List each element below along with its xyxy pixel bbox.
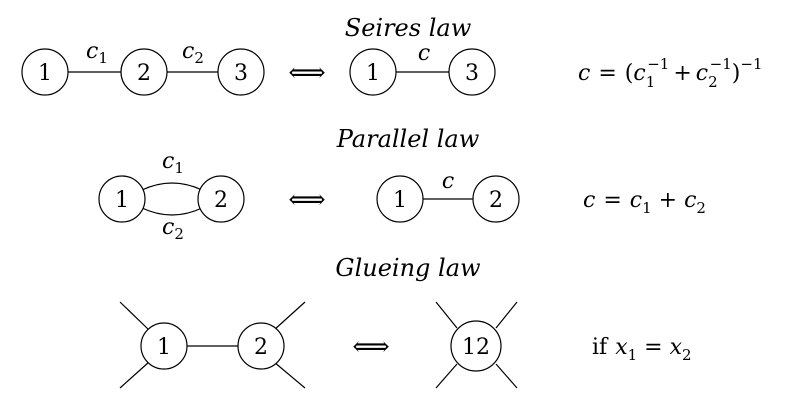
- series-law-title: Seires law: [345, 14, 472, 42]
- glueing-law-title: Glueing law: [335, 254, 481, 282]
- parallel-law: Parallel law 1 2 c1 c2 ⟺ 1 2 c c=c1+c2: [98, 125, 706, 243]
- parallel-edge-c1-label: c1: [162, 149, 184, 177]
- series-node-3: [217, 48, 265, 96]
- parallel-formula: c=c1+c2: [583, 188, 706, 217]
- series-formula: c=(c1−1+c2−1)−1: [578, 55, 763, 91]
- glueing-node-1-label: 1: [157, 335, 171, 360]
- series-equivalence-arrow: ⟺: [288, 58, 325, 88]
- parallel-edge-c-label: c: [442, 169, 454, 194]
- glueing-equivalence-arrow: ⟺: [352, 332, 389, 362]
- glueing-merged-node: [450, 320, 502, 372]
- parallel-equivalence-arrow: ⟺: [288, 185, 325, 215]
- parallel-right-node-2-label: 2: [489, 188, 503, 213]
- series-node-2-label: 2: [137, 61, 151, 86]
- series-right-node-1: [349, 48, 397, 96]
- series-node-1-label: 1: [38, 61, 52, 86]
- parallel-node-2: [197, 175, 245, 223]
- glueing-merged-spoke-ul: [435, 301, 458, 329]
- series-node-3-label: 3: [234, 61, 248, 86]
- glueing-node-2: [237, 322, 285, 370]
- series-right-node-3: [448, 48, 496, 96]
- parallel-edge-c2-label: c2: [162, 215, 184, 243]
- series-right-node-3-label: 3: [465, 61, 479, 86]
- glueing-merged-node-label: 12: [462, 335, 490, 360]
- parallel-right-node-1-label: 1: [393, 188, 407, 213]
- glueing-merged-spoke-ur: [495, 301, 518, 329]
- series-edge-c1-label: c1: [86, 39, 108, 67]
- glueing-merged-spoke-lr: [495, 363, 518, 389]
- glueing-node-2-label: 2: [254, 335, 268, 360]
- parallel-edge-c2: [141, 207, 203, 216]
- parallel-node-1: [98, 175, 146, 223]
- parallel-right-node-1: [376, 175, 424, 223]
- parallel-node-1-label: 1: [115, 188, 129, 213]
- series-edge-c2-label: c2: [182, 39, 204, 67]
- parallel-node-2-label: 2: [214, 188, 228, 213]
- parallel-right-node-2: [472, 175, 520, 223]
- glueing-spoke-1-upper: [119, 301, 150, 331]
- parallel-edge-c1: [141, 182, 203, 191]
- glueing-node-1: [140, 322, 188, 370]
- series-right-node-1-label: 1: [366, 61, 380, 86]
- glueing-spoke-2-upper: [273, 301, 306, 331]
- series-edge-c-label: c: [418, 41, 430, 66]
- glueing-spoke-1-lower: [119, 361, 150, 389]
- parallel-law-title: Parallel law: [336, 125, 480, 153]
- series-law: Seires law 1 2 3 c1 c2 ⟺ 1 3 c c=(c1−1+c…: [21, 14, 763, 96]
- glueing-merged-spoke-ll: [435, 363, 458, 389]
- glueing-spoke-2-lower: [273, 361, 306, 389]
- series-node-1: [21, 48, 69, 96]
- series-node-2: [120, 48, 168, 96]
